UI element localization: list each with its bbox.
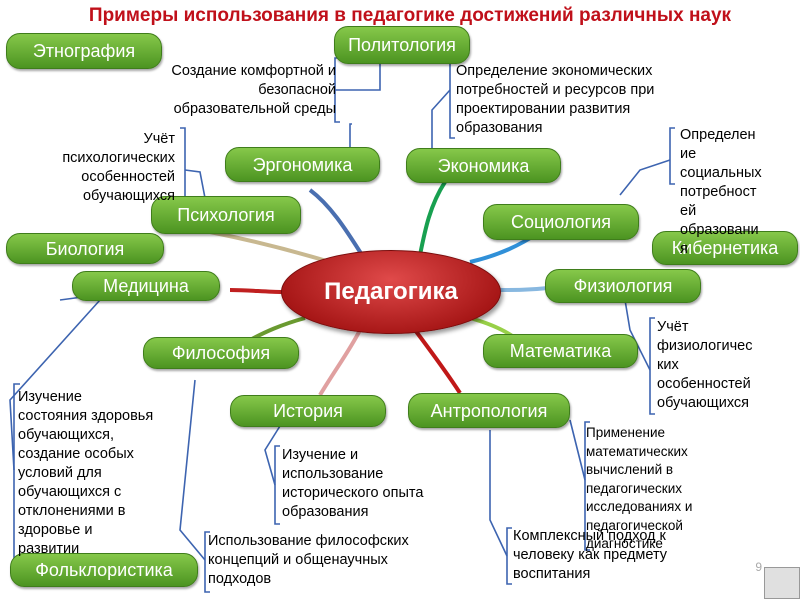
node-ergonomics: Эргономика	[225, 147, 380, 182]
node-anthropology: Антропология	[408, 393, 570, 428]
note-ergonomics: Создание комфортной и безопасной образов…	[171, 63, 336, 117]
node-history: История	[230, 395, 386, 427]
node-economics: Экономика	[406, 148, 561, 183]
node-cybernetics: Кибернетика	[652, 231, 798, 265]
note-philosophy: Использование философских концепций и об…	[208, 533, 409, 587]
note-medicine: Изучение состояния здоровья обучающихся,…	[18, 389, 154, 557]
node-mathematics: Математика	[483, 334, 638, 368]
node-medicine: Медицина	[72, 271, 220, 301]
note-psychology: Учёт психологических особенностей обучаю…	[62, 131, 175, 204]
center-node-pedagogy: Педагогика	[281, 250, 501, 334]
node-psychology: Психология	[151, 196, 301, 234]
note-sociology: Определен ие социальных потребност ей об…	[680, 127, 762, 257]
note-physiology: Учёт физиологичес ких особенностей обуча…	[657, 319, 753, 411]
node-politology: Политология	[334, 26, 470, 64]
note-economics: Определение экономических потребностей и…	[456, 63, 655, 136]
node-physiology: Физиология	[545, 269, 701, 303]
node-biology: Биология	[6, 233, 164, 264]
slide-number: 9	[755, 560, 762, 574]
slide-title: Примеры использования в педагогике дости…	[88, 5, 732, 26]
slide-nav-icon[interactable]	[764, 567, 800, 599]
node-sociology: Социология	[483, 204, 639, 240]
note-anthropology: Комплексный подход к человеку как предме…	[513, 528, 668, 582]
node-folkloristics: Фольклористика	[10, 553, 198, 587]
note-mathematics: Применение математических вычислений в п…	[586, 425, 693, 551]
node-philosophy: Философия	[143, 337, 299, 369]
note-history: Изучение и использование исторического о…	[282, 447, 424, 520]
node-ethnography: Этнография	[6, 33, 162, 69]
